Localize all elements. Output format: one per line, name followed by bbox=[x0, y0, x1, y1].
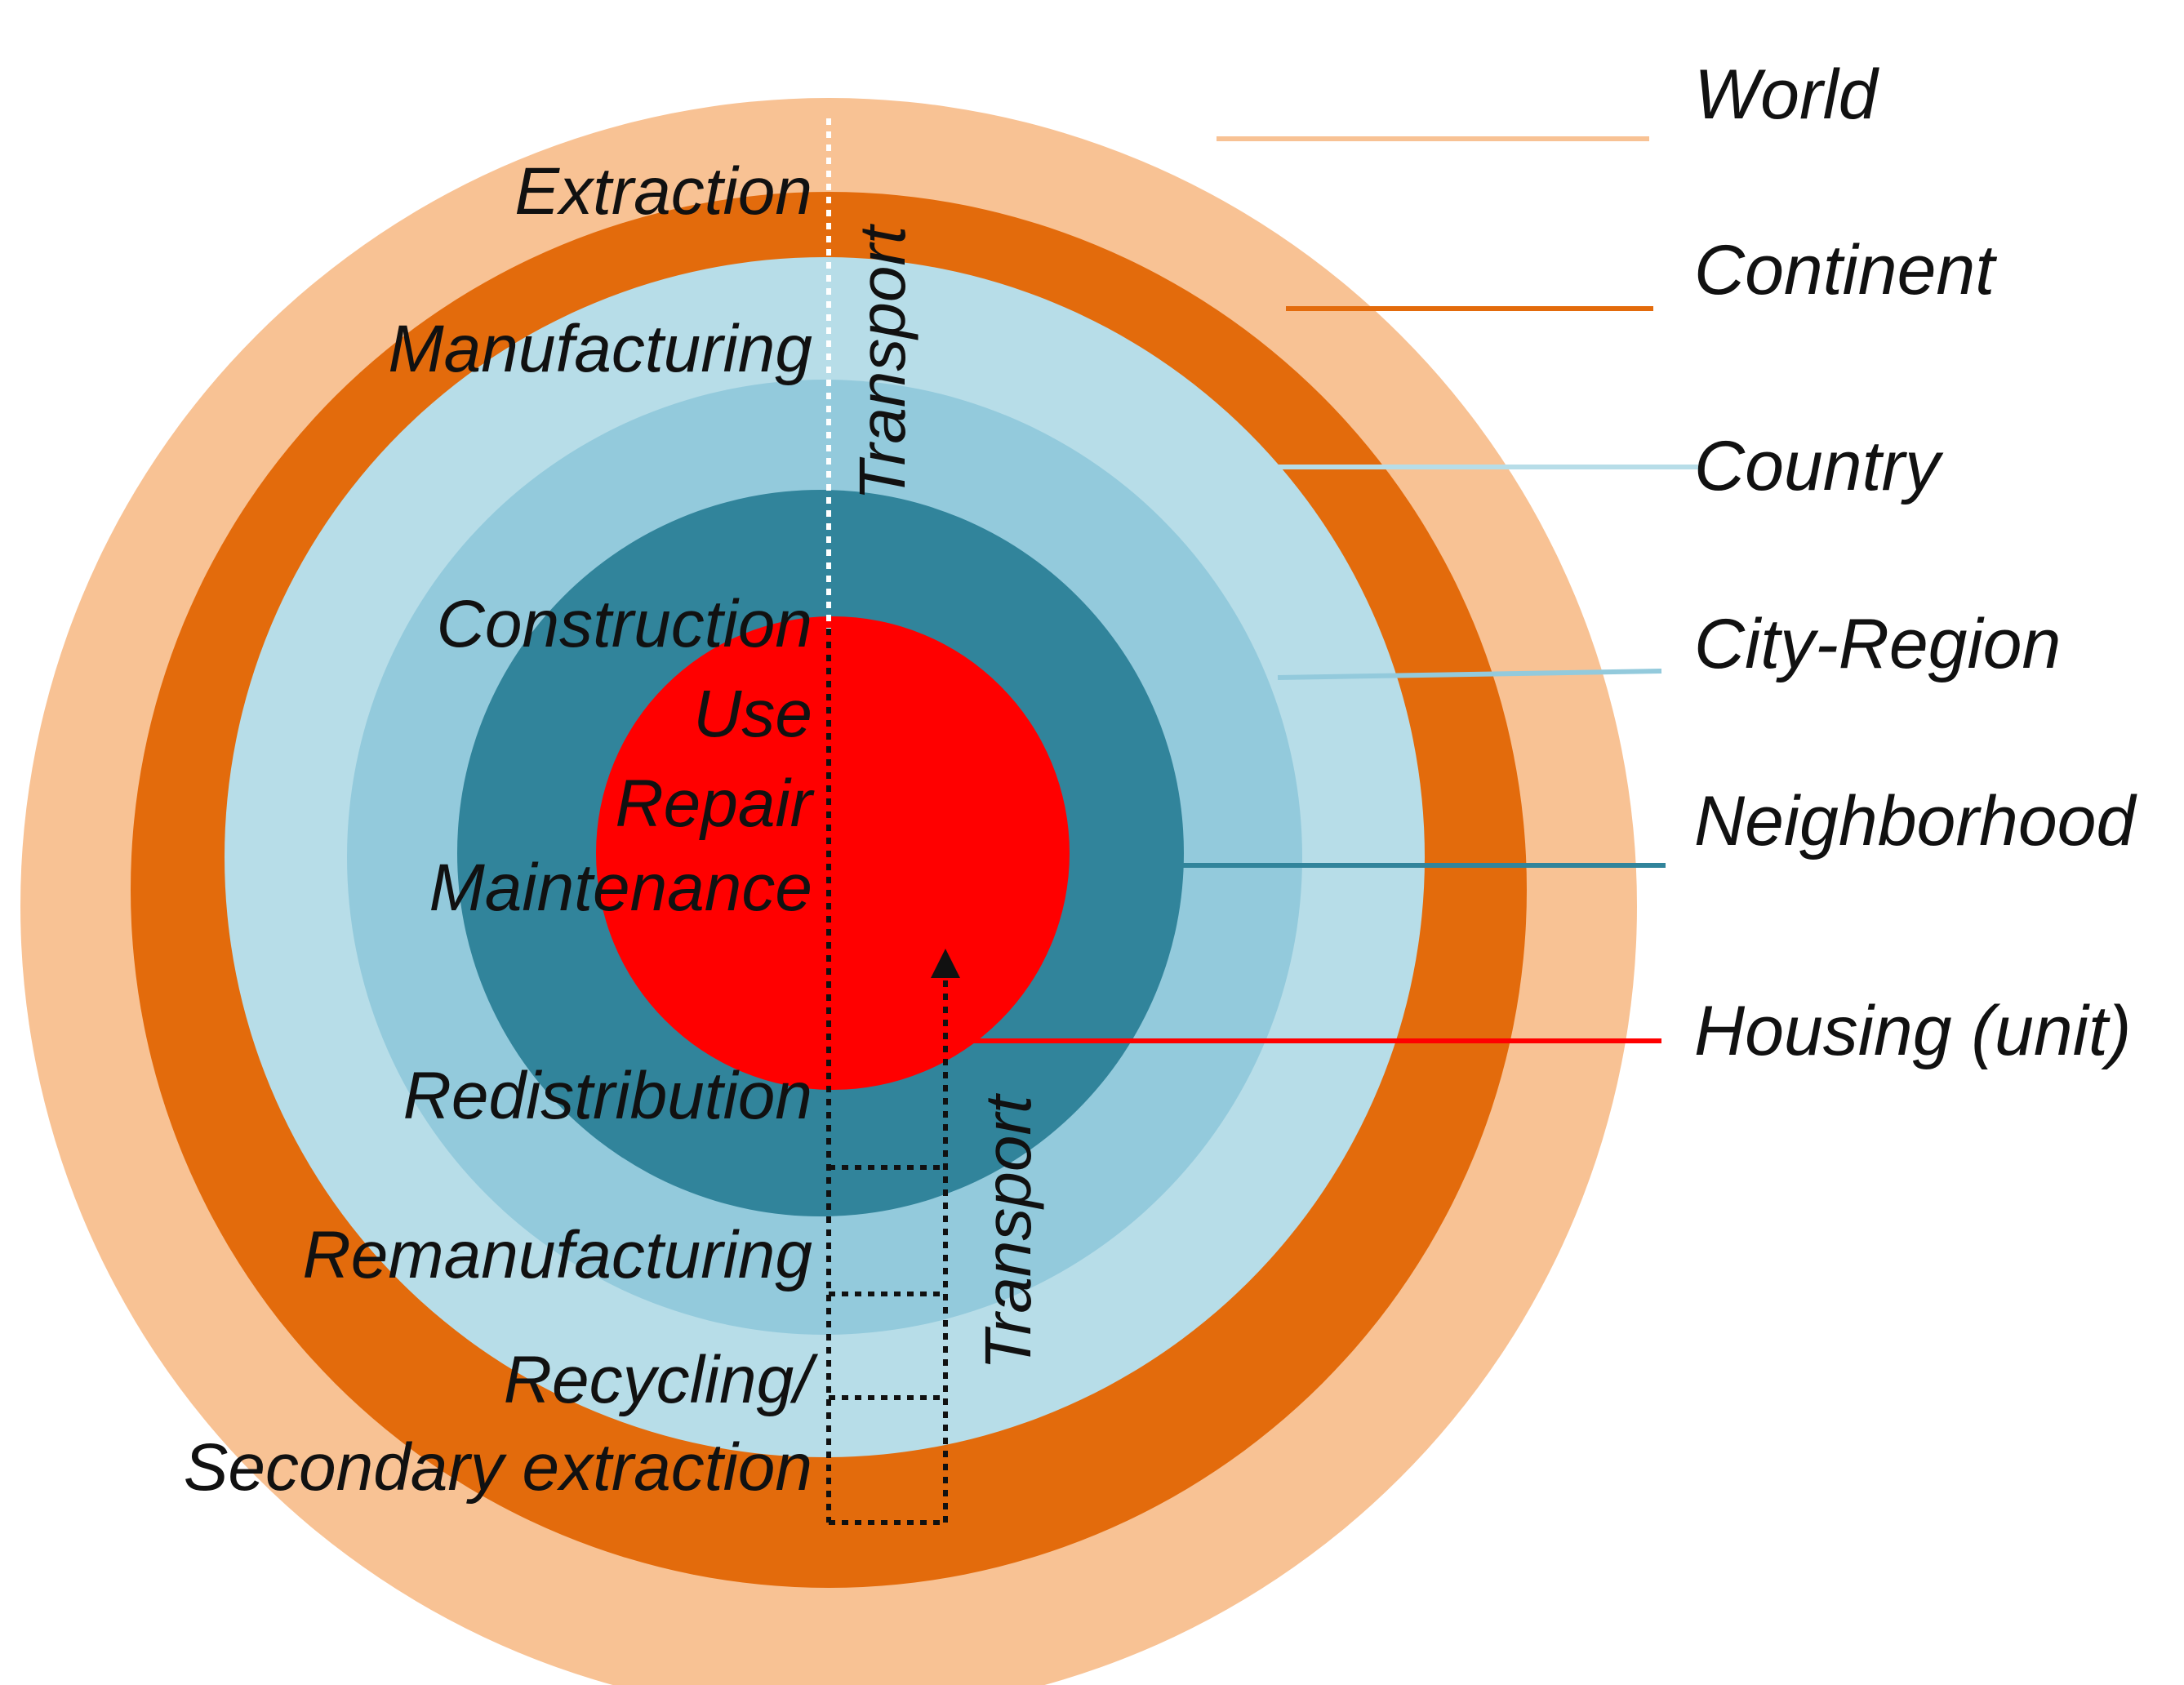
neighborhood-label: Neighborhood bbox=[1694, 782, 2137, 860]
stage-secondary-extraction: Secondary extraction bbox=[184, 1430, 812, 1505]
continent-label: Continent bbox=[1694, 231, 1997, 309]
transport-label-bottom: Transport bbox=[972, 1093, 1044, 1370]
stage-repair: Repair bbox=[615, 767, 815, 841]
stage-manufacturing: Manufacturing bbox=[388, 312, 812, 386]
city-region-leader bbox=[1277, 669, 1662, 680]
transport-label-top: Transport bbox=[846, 224, 919, 500]
stage-extraction: Extraction bbox=[514, 154, 812, 229]
country-label: Country bbox=[1694, 427, 1944, 505]
stage-redistribution: Redistribution bbox=[403, 1059, 812, 1133]
stage-construction: Construction bbox=[437, 587, 812, 661]
world-label: World bbox=[1694, 56, 1880, 134]
stage-use: Use bbox=[693, 677, 812, 751]
stage-maintenance: Maintenance bbox=[429, 851, 812, 925]
stage-recycling: Recycling/ bbox=[504, 1343, 818, 1417]
housing-unit-label: Housing (unit) bbox=[1694, 992, 2131, 1070]
stage-remanufacturing: Remanufacturing bbox=[303, 1218, 812, 1292]
city-region-label: City-Region bbox=[1694, 605, 2061, 683]
